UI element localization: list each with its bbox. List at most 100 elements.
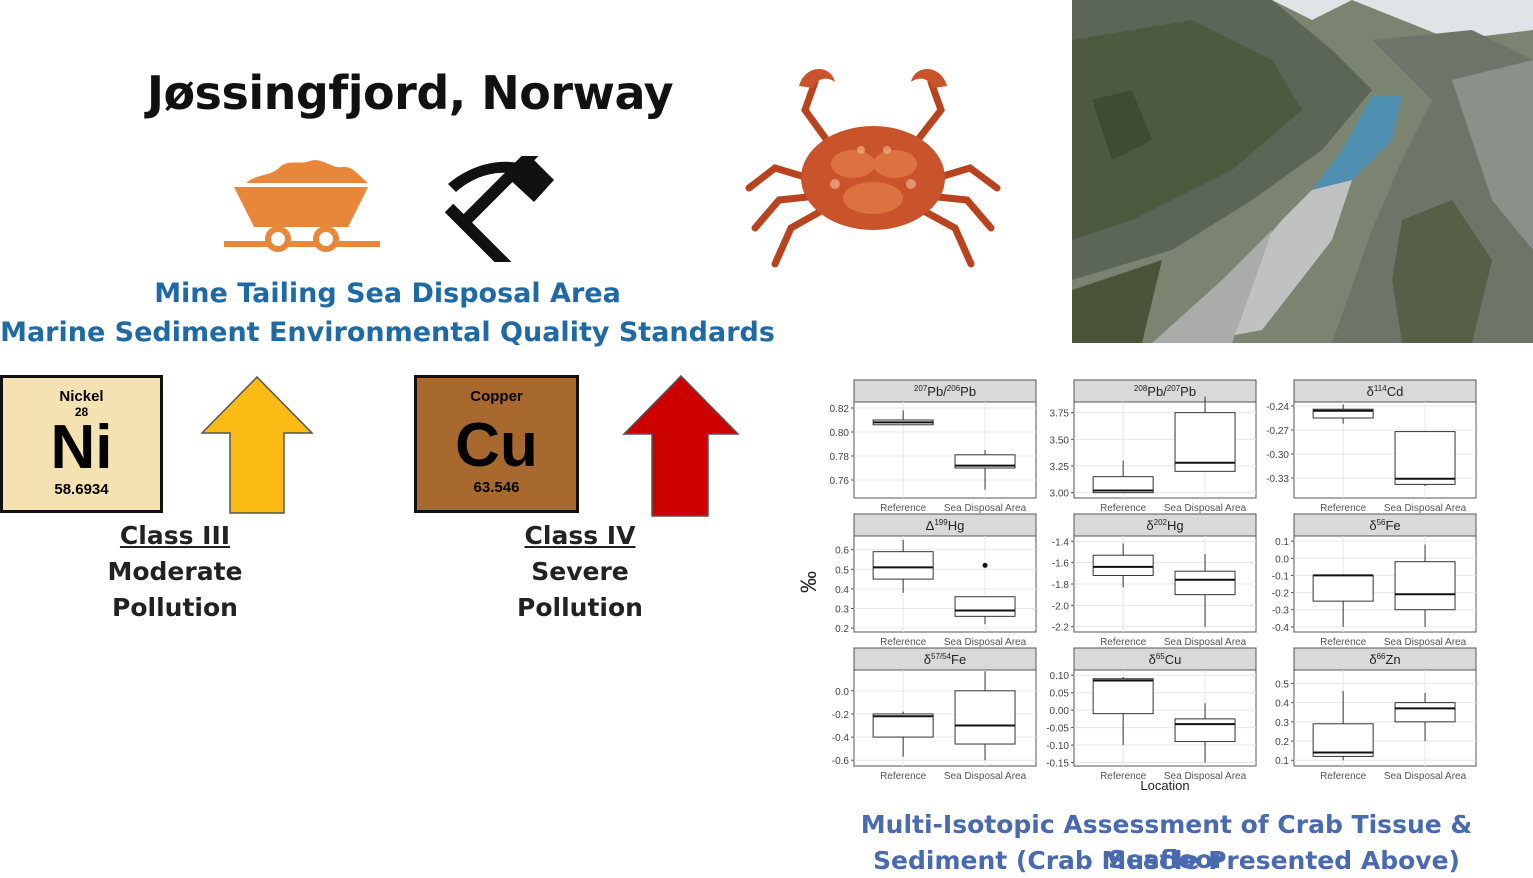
y-tick-label: 3.75 bbox=[1050, 409, 1070, 420]
y-tick-label: 0.6 bbox=[835, 546, 849, 557]
element-mass: 58.6934 bbox=[54, 481, 109, 498]
y-tick-label: 0.78 bbox=[830, 452, 850, 463]
x-tick-label: Reference bbox=[880, 637, 927, 648]
box bbox=[1174, 412, 1236, 472]
element-symbol: Ni bbox=[50, 413, 113, 482]
element-number: 28 bbox=[74, 405, 89, 419]
box bbox=[1394, 702, 1456, 723]
y-tick-label: -0.2 bbox=[832, 710, 850, 721]
subtitle-line1: Mine Tailing Sea Disposal Area bbox=[154, 278, 621, 309]
x-tick-label: Sea Disposal Area bbox=[1164, 771, 1247, 782]
box bbox=[1174, 570, 1236, 596]
element-name: Copper bbox=[470, 388, 523, 405]
y-tick-label: -2.0 bbox=[1052, 601, 1070, 612]
y-tick-label: -0.1 bbox=[1272, 571, 1290, 582]
box bbox=[954, 690, 1016, 745]
box bbox=[1312, 723, 1374, 757]
y-tick-label: -0.33 bbox=[1266, 474, 1289, 485]
box bbox=[1394, 431, 1456, 485]
box bbox=[872, 713, 934, 738]
panel-title: 207Pb/206Pb bbox=[914, 384, 976, 399]
class-name: Class III bbox=[119, 521, 231, 550]
y-tick-label: 0.80 bbox=[830, 428, 850, 439]
panel-title: δ202Hg bbox=[1146, 518, 1183, 533]
class-label-copper: Class IV Severe Pollution bbox=[485, 518, 675, 626]
mine-cart-icon bbox=[224, 160, 380, 252]
crab-icon bbox=[745, 68, 1001, 268]
box bbox=[1092, 554, 1154, 576]
class-pollution: Pollution bbox=[112, 593, 238, 622]
y-tick-label: 0.1 bbox=[1275, 537, 1289, 548]
subtitle-line2: Marine Sediment Environmental Quality St… bbox=[0, 317, 775, 348]
y-tick-label: 0.5 bbox=[835, 565, 849, 576]
y-tick-label: -0.05 bbox=[1046, 724, 1069, 735]
boxplot-panel: δ65Cu0.100.050.00-0.05-0.10-0.15Referenc… bbox=[1046, 647, 1257, 782]
panel-frame bbox=[853, 401, 1037, 499]
x-tick-label: Sea Disposal Area bbox=[944, 503, 1027, 514]
y-tick-label: 0.4 bbox=[1275, 699, 1289, 710]
box bbox=[1312, 574, 1374, 602]
page-title: Jøssingfjord, Norway bbox=[146, 66, 674, 120]
x-tick-label: Sea Disposal Area bbox=[1384, 637, 1467, 648]
box bbox=[1092, 678, 1154, 715]
y-tick-label: -0.10 bbox=[1046, 741, 1069, 752]
y-tick-label: 0.0 bbox=[1275, 554, 1289, 565]
x-tick-label: Reference bbox=[880, 771, 927, 782]
nickel-element-tile: Nickel 28 Ni 58.6934 bbox=[0, 375, 163, 513]
y-tick-label: 0.3 bbox=[1275, 718, 1289, 729]
class-severity: Severe bbox=[531, 557, 629, 586]
panel-title: δ65Cu bbox=[1149, 652, 1182, 667]
box bbox=[1174, 718, 1236, 743]
y-tick-label: 3.50 bbox=[1050, 435, 1070, 446]
copper-element-tile: Copper Cu 63.546 bbox=[414, 375, 579, 513]
y-tick-label: 0.0 bbox=[835, 687, 849, 698]
x-tick-label: Reference bbox=[1100, 637, 1147, 648]
x-tick-label: Reference bbox=[1100, 503, 1147, 514]
x-tick-label: Reference bbox=[1320, 503, 1367, 514]
panel-frame bbox=[853, 535, 1037, 633]
x-tick-label: Reference bbox=[1320, 771, 1367, 782]
up-arrow-severe bbox=[622, 374, 740, 517]
y-tick-label: -1.8 bbox=[1052, 580, 1070, 591]
y-tick-label: -1.6 bbox=[1052, 559, 1070, 570]
y-tick-label: 0.4 bbox=[835, 585, 849, 596]
y-tick-label: -2.2 bbox=[1052, 623, 1070, 634]
y-tick-label: -0.4 bbox=[1272, 623, 1290, 634]
y-tick-label: -0.24 bbox=[1266, 402, 1289, 413]
panel-title: δ66Zn bbox=[1369, 652, 1400, 667]
y-tick-label: 0.10 bbox=[1050, 671, 1070, 682]
y-tick-label: -0.6 bbox=[832, 756, 850, 767]
element-name: Nickel bbox=[59, 388, 104, 405]
box bbox=[954, 596, 1016, 617]
up-arrow-moderate bbox=[200, 375, 314, 514]
x-tick-label: Sea Disposal Area bbox=[1384, 771, 1467, 782]
panel-title: Δ199Hg bbox=[926, 518, 965, 533]
y-tick-label: 0.1 bbox=[1275, 756, 1289, 767]
x-tick-label: Reference bbox=[1320, 637, 1367, 648]
y-tick-label: 0.3 bbox=[835, 604, 849, 615]
x-tick-label: Reference bbox=[1100, 771, 1147, 782]
class-label-nickel: Class III Moderate Pollution bbox=[80, 518, 270, 626]
y-tick-label: 0.00 bbox=[1050, 706, 1070, 717]
x-tick-label: Sea Disposal Area bbox=[1164, 637, 1247, 648]
caption-line1: Multi-Isotopic Assessment of Crab Tissue… bbox=[860, 810, 1473, 874]
y-tick-label: 0.05 bbox=[1050, 689, 1070, 700]
y-tick-label: 0.2 bbox=[835, 624, 849, 635]
y-tick-label: -0.3 bbox=[1272, 606, 1290, 617]
x-axis-title: Location bbox=[1140, 778, 1189, 793]
element-symbol: Cu bbox=[455, 411, 538, 480]
y-tick-label: -0.30 bbox=[1266, 450, 1289, 461]
class-name: Class IV bbox=[524, 521, 636, 550]
outlier-point bbox=[982, 562, 988, 568]
y-tick-label: -0.2 bbox=[1272, 589, 1290, 600]
panel-title: δ56Fe bbox=[1369, 518, 1400, 533]
box bbox=[1394, 561, 1456, 611]
y-tick-label: -0.4 bbox=[832, 733, 850, 744]
